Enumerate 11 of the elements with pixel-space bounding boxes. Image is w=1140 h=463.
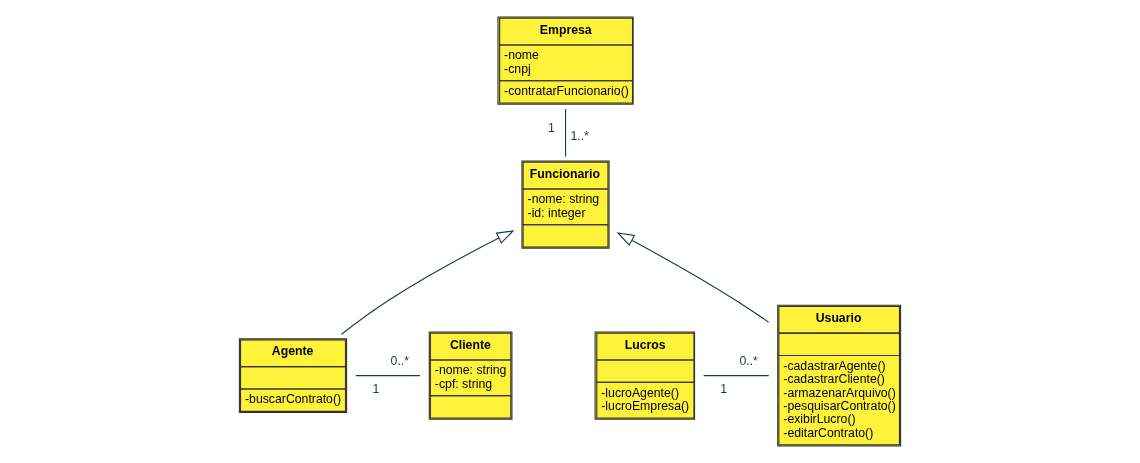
connector [564, 108, 567, 158]
label: 1 [548, 121, 555, 136]
label: 0..* [739, 353, 758, 368]
arrow [616, 232, 770, 323]
arrow [341, 230, 515, 335]
connector [703, 375, 770, 377]
label: 0..* [390, 353, 410, 368]
label: 1 [372, 381, 380, 396]
connector [355, 375, 421, 377]
label: 1 [720, 381, 728, 396]
label: 1..* [570, 128, 589, 143]
